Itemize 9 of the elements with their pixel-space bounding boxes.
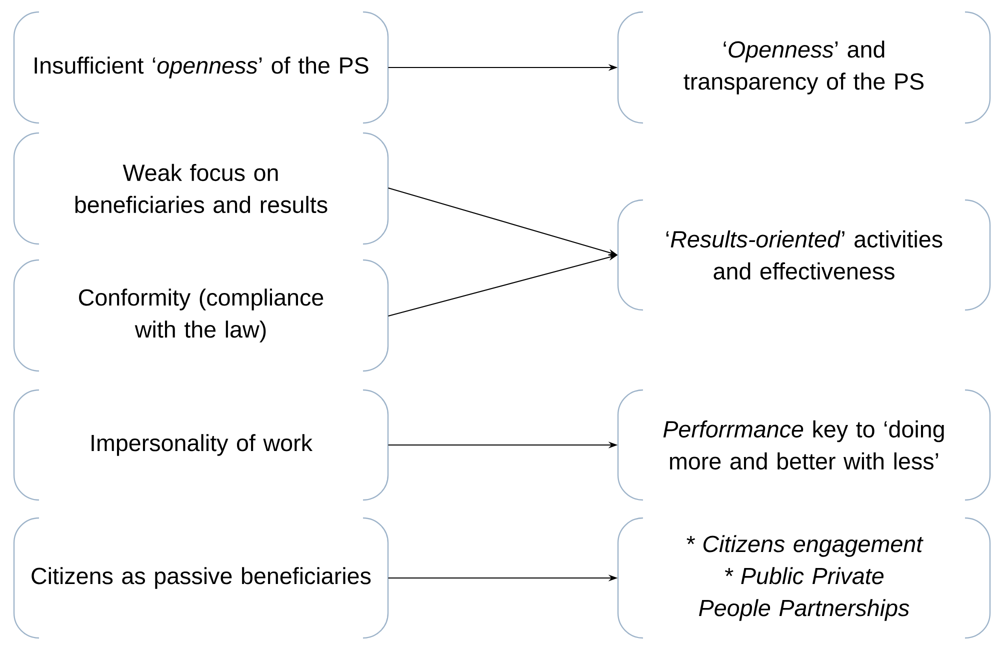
bracket-box: Insufficient ‘openness’ of the PS — [13, 11, 389, 124]
bracket-box: Conformity (compliance with the law) — [13, 259, 389, 372]
bracket-box: ‘Results-oriented’ activities and effectiveness — [617, 199, 991, 311]
bracket-box: Impersonality of work — [13, 389, 389, 501]
bracket-box: ‘Openness’ and transparency of the PS — [617, 11, 991, 124]
bracket-box: * Citizens engagement * Public Private People Partnerships — [617, 517, 991, 639]
bracket-box: Weak focus on beneficiaries and results — [13, 132, 389, 245]
bracket-box: Citizens as passive beneficiaries — [13, 517, 389, 639]
bracket-box: Perforrmance key to ‘doing more and better with less’ — [617, 389, 991, 501]
